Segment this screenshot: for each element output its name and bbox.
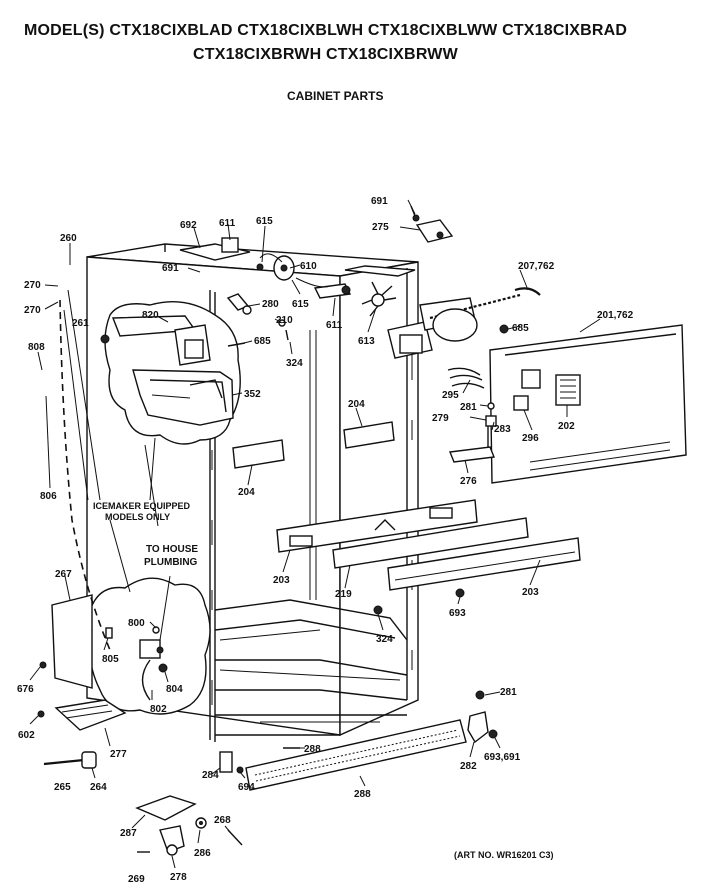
callout-203b: 203 [522,587,539,598]
callout-210: 210 [276,315,293,326]
callout-280: 280 [262,299,279,310]
model-title-line1: MODEL(S) CTX18CIXBLAD CTX18CIXBLWH CTX18… [24,22,628,39]
icemaker-assembly [100,300,241,445]
callout-270b: 270 [24,305,41,316]
callout-805: 805 [102,654,119,665]
callout-806: 806 [40,491,57,502]
callout-288b: 288 [354,789,371,800]
callout-685: 685 [254,336,271,347]
callout-804: 804 [166,684,183,695]
callout-352: 352 [244,389,261,400]
callout-219: 219 [335,589,352,600]
callout-800: 800 [128,618,145,629]
callout-282: 282 [460,761,477,772]
callout-260: 260 [60,233,77,244]
callout-279: 279 [432,413,449,424]
callout-295: 295 [442,390,459,401]
note-icemaker-line1: ICEMAKER EQUIPPED [93,501,191,511]
callout-207-762: 207,762 [518,261,555,272]
callout-611b: 611 [326,320,343,331]
callout-265: 265 [54,782,71,793]
callout-685b: 685 [512,323,529,334]
callout-204b: 204 [238,487,255,498]
callout-808: 808 [28,342,45,353]
callout-267: 267 [55,569,72,580]
callout-270: 270 [24,280,41,291]
callout-692: 692 [180,220,197,231]
callout-287: 287 [120,828,137,839]
callout-202: 202 [558,421,575,432]
top-controls [179,205,541,359]
callout-820: 820 [142,310,159,321]
callout-615b: 615 [292,299,309,310]
callout-296: 296 [522,433,539,444]
callout-268: 268 [214,815,231,826]
water-valve-assembly [88,577,211,715]
note-icemaker-line2: MODELS ONLY [105,512,170,522]
callout-691b: 691 [162,263,179,274]
callout-611: 611 [219,218,236,229]
callout-324b: 324 [376,634,393,645]
callout-275: 275 [372,222,389,233]
bottom-parts [37,594,498,856]
leader-lines [29,199,601,869]
callout-693: 693 [449,608,466,619]
callout-281b: 281 [500,687,517,698]
model-title-line2: CTX18CIXBRWH CTX18CIXBRWW [193,46,458,63]
callout-269: 269 [128,874,145,885]
back-panel-201 [447,324,687,484]
callout-261: 261 [72,318,89,329]
callout-602: 602 [18,730,35,741]
callout-264: 264 [90,782,107,793]
callout-277: 277 [110,749,127,760]
callout-694: 694 [238,782,255,793]
callout-276: 276 [460,476,477,487]
callout-283: 283 [494,424,511,435]
callout-201-762: 201,762 [597,310,634,321]
callout-284: 284 [202,770,219,781]
note-plumbing-line2: PLUMBING [144,557,198,568]
note-plumbing-line1: TO HOUSE [146,544,198,555]
callout-288: 288 [304,744,321,755]
callout-203: 203 [273,575,290,586]
callout-676: 676 [17,684,34,695]
callout-278: 278 [170,872,187,883]
art-number: (ART NO. WR16201 C3) [454,850,554,860]
callout-324: 324 [286,358,303,369]
callout-613: 613 [358,336,375,347]
callout-615: 615 [256,216,273,227]
callout-labels: 691 275 692 611 615 260 691 610 207,762 … [17,196,634,885]
callout-286: 286 [194,848,211,859]
callout-204: 204 [348,399,365,410]
callout-610: 610 [300,261,317,272]
cabinet-shell [86,243,419,742]
callout-691: 691 [371,196,388,207]
interior-parts [232,421,581,615]
callout-802: 802 [150,704,167,715]
callout-693-691: 693,691 [484,752,521,763]
section-title: CABINET PARTS [287,89,384,103]
callout-281: 281 [460,402,477,413]
